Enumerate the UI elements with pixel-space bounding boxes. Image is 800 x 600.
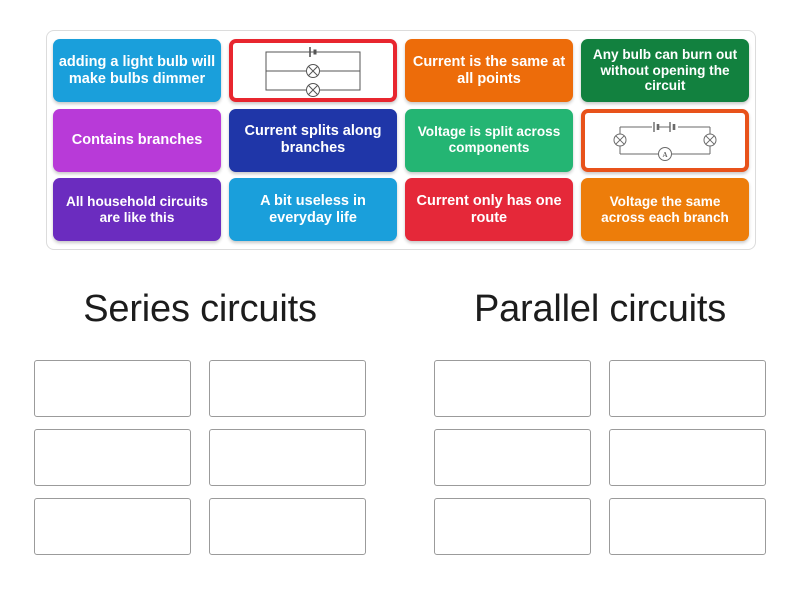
answer-tile-label: All household circuits are like this [66,193,208,225]
drop-row [434,360,766,417]
dropzone-parallel-5[interactable] [434,498,591,555]
answer-tile-current-is-the-same[interactable]: Current is the same at all points [405,39,573,102]
answer-tile-current-only-one-route[interactable]: Current only has one route [405,178,573,241]
series-circuit-icon: A [613,122,717,161]
drop-areas [0,360,800,555]
answer-tile-label: A bit useless in everyday life [260,192,366,226]
answer-tile-label: Voltage the same across each branch [601,193,729,225]
answer-tile-contains-branches[interactable]: Contains branches [53,108,221,172]
tile-bank-row: All household circuits are like this A b… [53,178,749,241]
dropzone-series-1[interactable] [34,360,191,417]
dropzone-series-6[interactable] [209,498,366,555]
answer-tile-label: Current only has one route [416,192,562,226]
dropzone-series-5[interactable] [34,498,191,555]
answer-tile-voltage-is-split[interactable]: Voltage is split across components [405,108,573,172]
drop-row [34,360,366,417]
answer-tile-label: adding a light bulb will make bulbs dimm… [58,53,216,87]
category-heading-parallel: Parallel circuits [473,288,727,330]
tile-bank-row: adding a light bulb will make bulbs dimm… [53,39,749,102]
answer-tile-adding-a-light-bulb[interactable]: adding a light bulb will make bulbs dimm… [53,39,221,102]
drop-column-parallel [400,360,800,555]
answer-tile-series-circuit-diagram[interactable]: A [581,108,749,172]
answer-tile-parallel-circuit-diagram[interactable] [229,39,397,102]
answer-tile-all-household-circuits[interactable]: All household circuits are like this [53,178,221,241]
answer-tile-current-splits-along-branches[interactable]: Current splits along branches [229,108,397,172]
dropzone-parallel-6[interactable] [609,498,766,555]
parallel-circuit-icon [265,46,361,97]
answer-tile-label: Any bulb can burn out without opening th… [592,46,738,94]
drop-row [34,498,366,555]
answer-tile-voltage-the-same[interactable]: Voltage the same across each branch [581,178,749,241]
category-headings: Series circuits Parallel circuits [0,288,800,331]
answer-tile-label: Voltage is split across components [417,124,561,155]
answer-tile-a-bit-useless[interactable]: A bit useless in everyday life [229,178,397,241]
tile-bank: adding a light bulb will make bulbs dimm… [46,30,756,250]
category-heading-series: Series circuits [83,288,317,330]
drop-column-series [0,360,400,555]
dropzone-series-2[interactable] [209,360,366,417]
dropzone-parallel-3[interactable] [434,429,591,486]
drop-row [34,429,366,486]
drop-row [434,498,766,555]
answer-tile-label: Current is the same at all points [412,53,566,87]
dropzone-parallel-1[interactable] [434,360,591,417]
dropzone-parallel-2[interactable] [609,360,766,417]
answer-tile-label: Current splits along branches [244,123,382,156]
dropzone-parallel-4[interactable] [609,429,766,486]
svg-text:A: A [662,151,667,159]
answer-tile-label: Contains branches [71,131,203,148]
tile-bank-row: Contains branches Current splits along b… [53,108,749,172]
answer-tile-any-bulb-can-burn-out[interactable]: Any bulb can burn out without opening th… [581,39,749,102]
drop-row [434,429,766,486]
dropzone-series-3[interactable] [34,429,191,486]
dropzone-series-4[interactable] [209,429,366,486]
